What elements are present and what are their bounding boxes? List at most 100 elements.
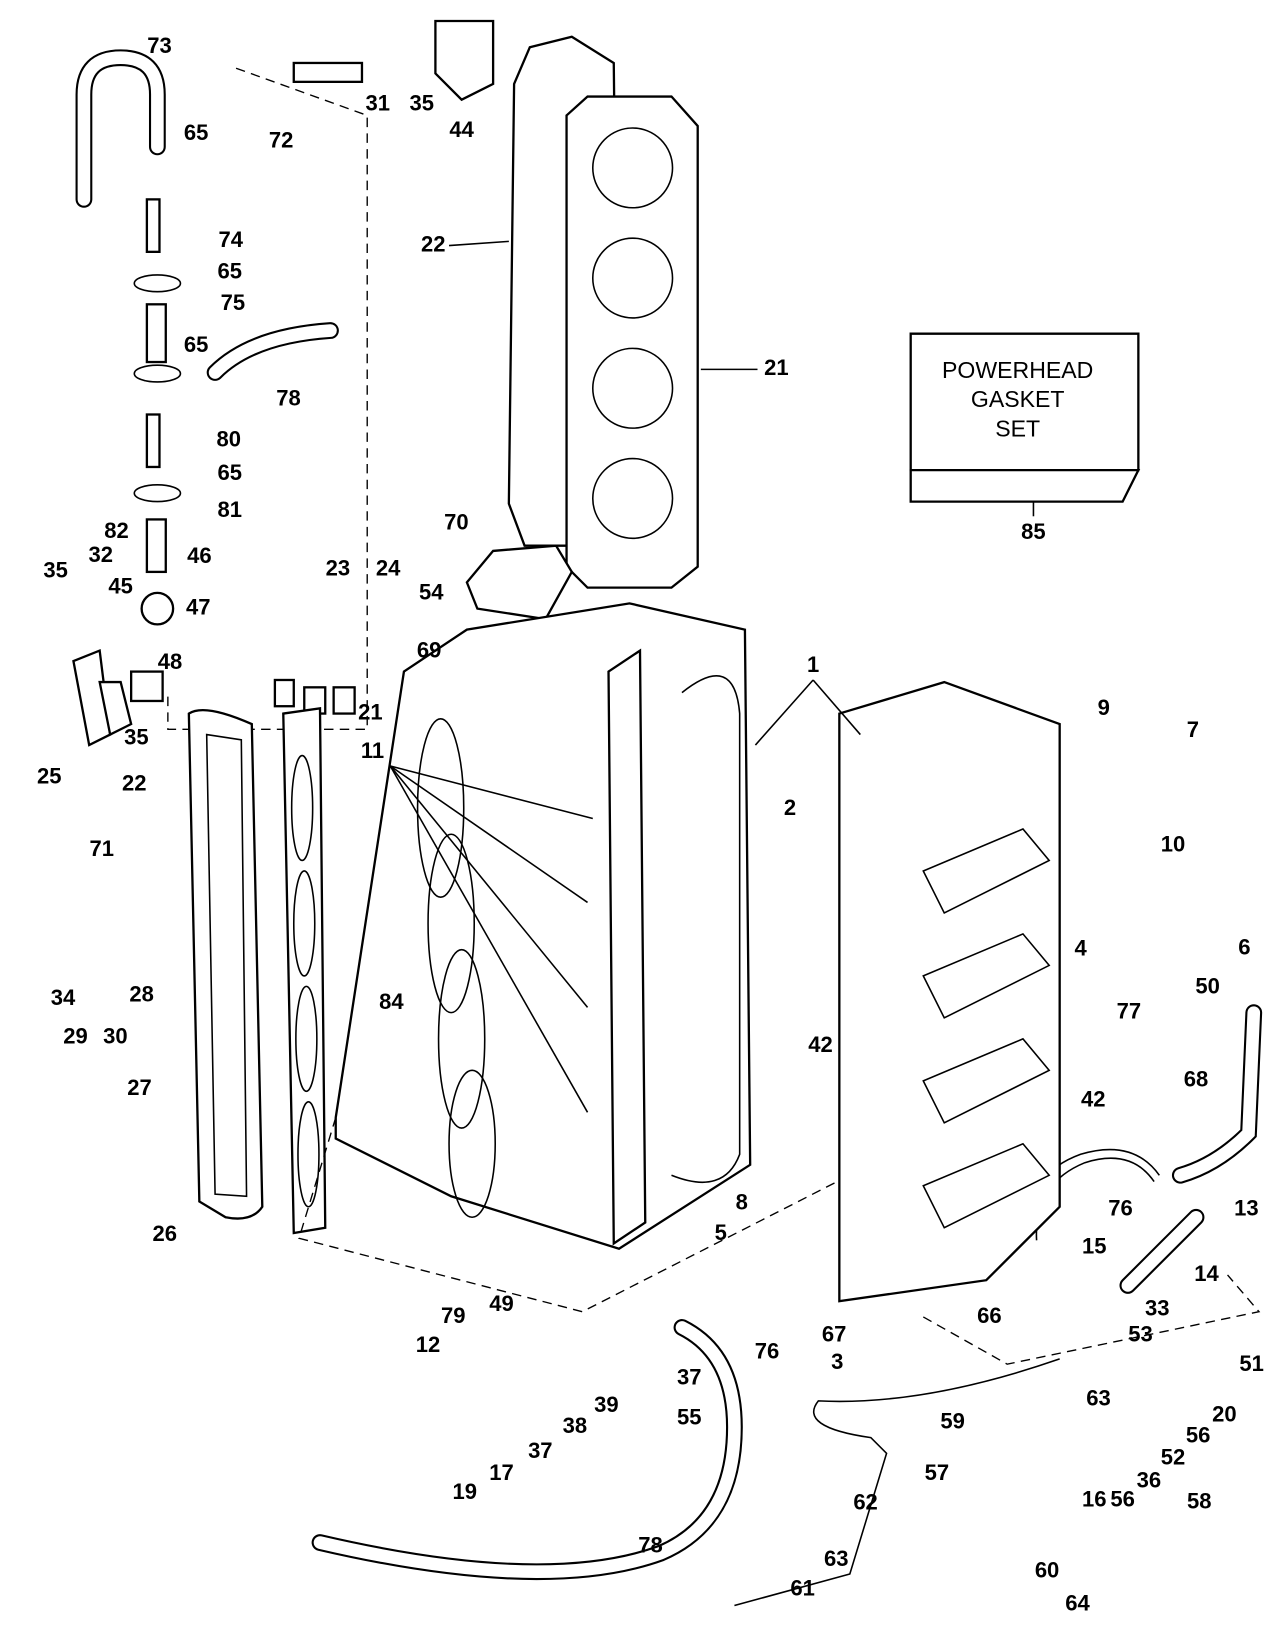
- callout-32: 32: [88, 542, 112, 567]
- callout-55: 55: [677, 1405, 701, 1430]
- callout-37: 37: [528, 1438, 552, 1463]
- callout-38: 38: [563, 1413, 587, 1438]
- callout-45: 45: [108, 573, 132, 598]
- callout-62: 62: [853, 1490, 877, 1515]
- hose-68: [1171, 1004, 1263, 1184]
- hose-78-upper: [206, 322, 339, 381]
- callout-48: 48: [158, 649, 182, 674]
- callout-21: 21: [358, 699, 382, 724]
- callout-14: 14: [1194, 1261, 1219, 1286]
- kit-line-3: SET: [995, 416, 1040, 442]
- callout-47: 47: [186, 594, 210, 619]
- leader-lines: [389, 240, 861, 1113]
- callout-65: 65: [184, 332, 208, 357]
- callout-12: 12: [416, 1332, 440, 1357]
- callout-52: 52: [1161, 1444, 1185, 1469]
- callout-30: 30: [103, 1024, 127, 1049]
- callout-24: 24: [376, 556, 401, 581]
- callout-56: 56: [1110, 1486, 1134, 1511]
- callout-37: 37: [677, 1365, 701, 1390]
- callout-44: 44: [449, 117, 474, 142]
- callout-76: 76: [755, 1338, 779, 1363]
- callout-25: 25: [37, 763, 61, 788]
- gasket-21-left: [282, 706, 327, 1235]
- callout-29: 29: [63, 1024, 87, 1049]
- callout-74: 74: [219, 227, 244, 252]
- callout-3: 3: [831, 1349, 843, 1374]
- callout-13: 13: [1234, 1196, 1258, 1221]
- callout-76: 76: [1108, 1196, 1132, 1221]
- callout-66: 66: [977, 1303, 1001, 1328]
- callout-61: 61: [790, 1576, 814, 1601]
- callout-35: 35: [124, 725, 148, 750]
- callout-84: 84: [379, 989, 404, 1014]
- callout-53: 53: [1128, 1322, 1152, 1347]
- callout-28: 28: [129, 982, 153, 1007]
- callout-9: 9: [1098, 695, 1110, 720]
- callout-67: 67: [822, 1322, 846, 1347]
- callout-31: 31: [365, 91, 389, 116]
- callout-5: 5: [715, 1220, 727, 1245]
- hose-73: [75, 49, 166, 208]
- gasket-70: [465, 544, 574, 621]
- callout-46: 46: [187, 543, 211, 568]
- callout-75: 75: [221, 290, 245, 315]
- callout-51: 51: [1239, 1351, 1263, 1376]
- hose-78-lower: [311, 1319, 743, 1581]
- wire-harness: [734, 1358, 1060, 1607]
- callout-82: 82: [104, 518, 128, 543]
- callout-81: 81: [218, 497, 242, 522]
- kit-line-1: POWERHEAD: [942, 357, 1093, 383]
- callout-23: 23: [326, 556, 350, 581]
- fittings-column: [72, 19, 495, 747]
- callout-35: 35: [43, 558, 67, 583]
- callout-15: 15: [1082, 1233, 1106, 1258]
- callout-60: 60: [1035, 1558, 1059, 1583]
- callout-56: 56: [1186, 1422, 1210, 1447]
- callout-72: 72: [269, 127, 293, 152]
- callout-33: 33: [1145, 1295, 1169, 1320]
- callout-11: 11: [361, 738, 384, 763]
- callout-8: 8: [736, 1189, 748, 1214]
- callout-78: 78: [276, 386, 300, 411]
- callout-59: 59: [940, 1409, 964, 1434]
- callout-42: 42: [808, 1032, 832, 1057]
- callout-17: 17: [489, 1460, 513, 1485]
- cylinder-cover-22: [187, 708, 264, 1220]
- callout-7: 7: [1187, 717, 1199, 742]
- callout-19: 19: [453, 1479, 477, 1504]
- callout-79: 79: [441, 1303, 465, 1328]
- hose-14: [1119, 1208, 1205, 1294]
- callout-22: 22: [421, 231, 445, 256]
- callout-2: 2: [784, 795, 796, 820]
- callout-68: 68: [1184, 1067, 1208, 1092]
- callout-35: 35: [410, 91, 434, 116]
- callout-21: 21: [764, 355, 788, 380]
- callout-27: 27: [127, 1075, 151, 1100]
- callout-10: 10: [1161, 832, 1185, 857]
- callout-4: 4: [1075, 935, 1088, 960]
- callout-71: 71: [90, 836, 114, 861]
- callout-85: 85: [1021, 519, 1045, 544]
- callout-65: 65: [218, 460, 242, 485]
- cylinder-block: [334, 602, 752, 1250]
- callout-77: 77: [1117, 998, 1141, 1023]
- callout-63: 63: [1086, 1386, 1110, 1411]
- callout-70: 70: [444, 509, 468, 534]
- callout-57: 57: [925, 1460, 949, 1485]
- callout-1: 1: [807, 652, 819, 677]
- callout-65: 65: [184, 120, 208, 145]
- callout-16: 16: [1082, 1486, 1106, 1511]
- callout-73: 73: [147, 33, 171, 58]
- callout-22: 22: [122, 771, 146, 796]
- callout-63: 63: [824, 1546, 848, 1571]
- callout-64: 64: [1065, 1590, 1090, 1615]
- callout-54: 54: [419, 580, 444, 605]
- callout-49: 49: [489, 1291, 513, 1316]
- head-gasket-21: [565, 95, 699, 589]
- callout-42: 42: [1081, 1087, 1105, 1112]
- kit-line-2: GASKET: [971, 386, 1065, 412]
- callout-69: 69: [417, 637, 441, 662]
